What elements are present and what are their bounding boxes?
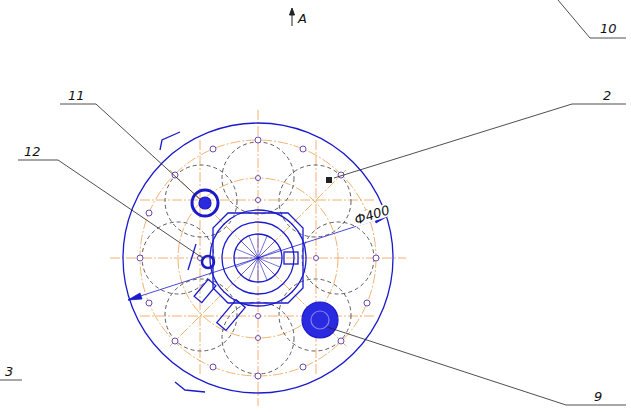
marker-square xyxy=(326,177,332,183)
dimension-text: Ф400 xyxy=(352,203,392,227)
bolt-hole xyxy=(364,300,370,306)
bolt-hole xyxy=(256,336,261,341)
leader-line xyxy=(60,104,201,200)
hidden-circle xyxy=(165,279,237,351)
bolt-hole xyxy=(146,210,152,216)
bolt-hole xyxy=(373,255,379,261)
leader-line xyxy=(18,160,204,259)
callout-number: 2 xyxy=(603,89,611,102)
bolt-hole xyxy=(255,373,261,379)
key xyxy=(284,252,298,264)
outer-rim xyxy=(123,123,393,393)
bolt-hole xyxy=(338,338,344,344)
fittings xyxy=(192,177,338,338)
callout-number: 11 xyxy=(68,89,85,102)
lever xyxy=(217,300,245,331)
bolt-hole xyxy=(300,146,306,152)
lug xyxy=(160,132,180,150)
bolt-hole xyxy=(255,137,261,143)
fitting-9-inner xyxy=(311,311,329,329)
leaders xyxy=(0,0,626,405)
bracket xyxy=(188,244,196,270)
view-arrow xyxy=(290,8,295,26)
dimension-line xyxy=(128,216,388,300)
dimension-arrow xyxy=(128,293,142,300)
housing xyxy=(123,123,393,393)
bolt-hole xyxy=(146,300,152,306)
bolt-hole xyxy=(314,256,319,261)
bolt-hole xyxy=(256,198,261,203)
hidden-circle xyxy=(222,302,294,374)
hidden-circle xyxy=(279,279,351,351)
bolt-hole xyxy=(137,255,143,261)
leader-line xyxy=(327,327,626,405)
dimension xyxy=(128,216,388,300)
hidden-circle xyxy=(302,222,374,294)
callout-number: 9 xyxy=(594,390,602,403)
leader-line xyxy=(558,0,626,38)
fitting-12 xyxy=(202,256,214,268)
callout-number: 10 xyxy=(600,22,617,35)
callout-number: 12 xyxy=(24,145,41,158)
bolt-hole xyxy=(172,338,178,344)
arrow-head xyxy=(290,8,295,15)
bolt-hole xyxy=(172,172,178,178)
bolt-hole xyxy=(300,364,306,370)
centerlines xyxy=(110,110,406,406)
fitting-9 xyxy=(302,302,338,338)
bolt-hole xyxy=(210,146,216,152)
callout-number: 3 xyxy=(5,365,13,378)
hidden-circle xyxy=(165,165,237,237)
view-label: A xyxy=(298,12,307,25)
bolt-hole xyxy=(256,176,261,181)
lever xyxy=(194,279,216,302)
bolt-hole xyxy=(210,364,216,370)
hidden-circle xyxy=(222,142,294,214)
leader-line xyxy=(334,104,626,178)
fitting-11-inner xyxy=(199,197,211,209)
leader-line xyxy=(0,380,22,381)
bolt-hole xyxy=(256,314,261,319)
fitting-11 xyxy=(192,190,218,216)
lug xyxy=(175,382,205,392)
